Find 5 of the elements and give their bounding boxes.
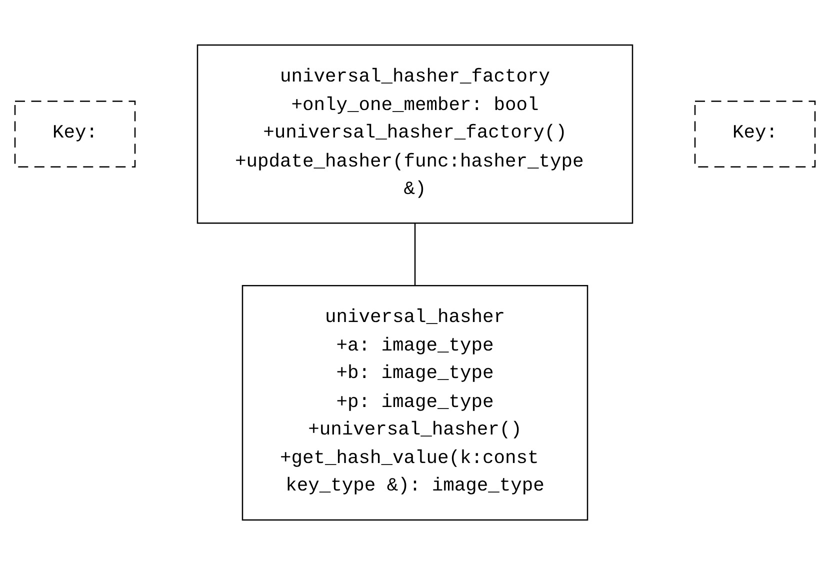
connector (414, 222, 416, 286)
node-box: Key: (14, 100, 136, 168)
node-box: universal_hasher +a: image_type +b: image_type +p: image_type +universal_hasher() +get_hash_value(k:const key_type &): image_type (242, 285, 588, 521)
node-box: Key: (694, 100, 816, 168)
node-box: universal_hasher_factory +only_one_member: bool +universal_hasher_factory() +update_hasher(func:hasher_type &) (196, 44, 634, 224)
